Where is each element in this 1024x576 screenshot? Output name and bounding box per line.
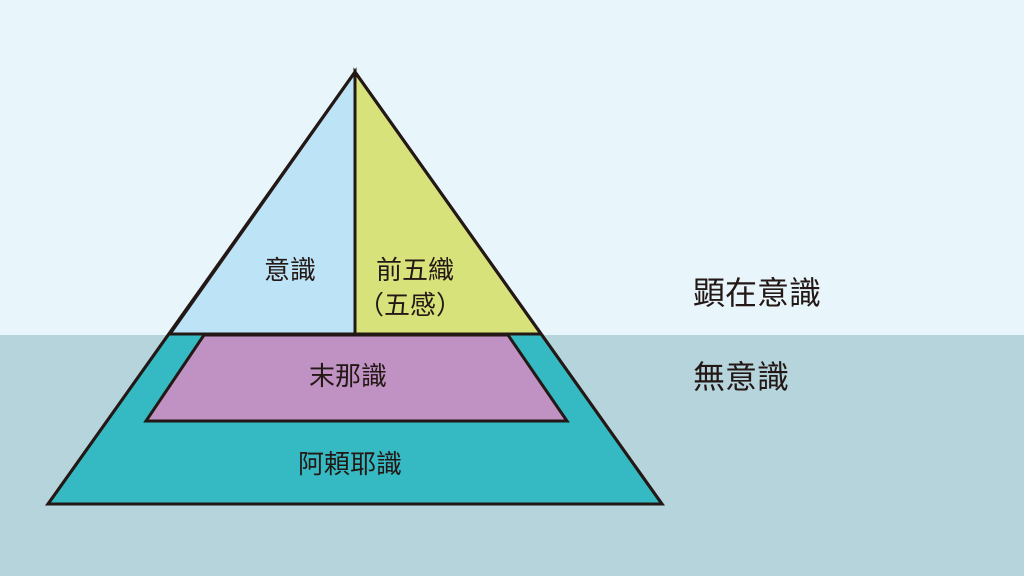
alaya-label: 阿頼耶識 (298, 450, 402, 480)
conscious-zone-label: 顕在意識 (693, 274, 821, 312)
conscious-zone-background (0, 0, 1024, 335)
consciousness-label: 意識 (264, 256, 316, 286)
manas-label: 末那識 (309, 362, 387, 392)
pyramid-outline (45, 69, 665, 506)
manas-layer (143, 333, 570, 423)
unconscious-zone-label: 無意識 (693, 358, 789, 396)
five-senses-sublabel: （五感） (358, 291, 462, 321)
five-senses-label: 前五織 (376, 256, 454, 286)
